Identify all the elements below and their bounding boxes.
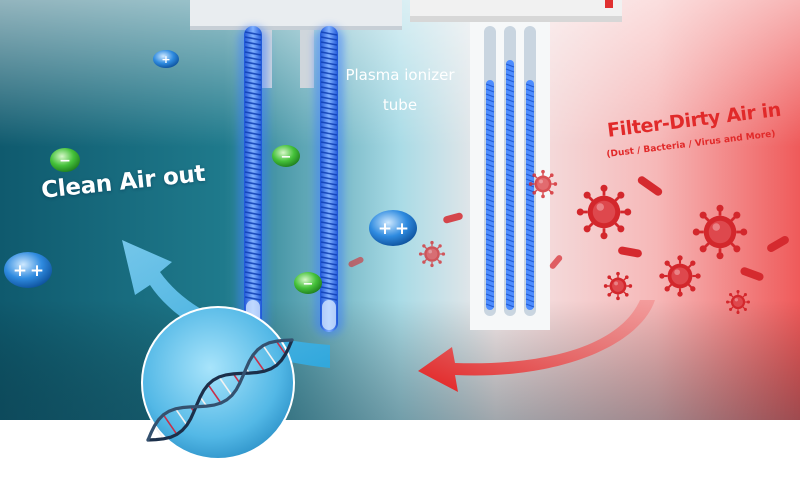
bacteria-icon	[637, 176, 663, 196]
filter-device	[410, 0, 622, 330]
positive-ion-symbol: +	[378, 219, 392, 239]
pathogens	[348, 169, 789, 315]
ions: + + + + + − − −	[4, 50, 417, 294]
bacteria-icon	[767, 236, 789, 252]
virus-icon	[603, 271, 633, 301]
virus-icon	[528, 169, 558, 199]
negative-ion-symbol: −	[59, 153, 71, 169]
negative-ion-symbol: −	[303, 277, 314, 292]
positive-ion-icon: + +	[4, 252, 52, 288]
bottom-strip	[0, 420, 800, 480]
bacteria-icon	[549, 255, 563, 269]
positive-ion-icon: +	[153, 50, 179, 68]
virus-icon	[691, 203, 749, 261]
bacteria-icon	[443, 212, 463, 224]
dna-circle	[141, 306, 295, 460]
negative-ion-icon: −	[50, 148, 80, 172]
positive-ion-icon: + +	[369, 210, 417, 246]
plasma-ionizer-label: Plasma ionizer tube	[345, 66, 455, 114]
positive-ion-symbol: +	[395, 219, 409, 239]
bacteria-icon	[348, 256, 364, 268]
virus-icon	[575, 183, 633, 241]
negative-ion-icon: −	[272, 145, 300, 167]
positive-ion-symbol: +	[161, 53, 170, 66]
virus-icon	[658, 254, 702, 298]
background-shade	[0, 300, 800, 420]
plasma-ionizer-tubes	[238, 26, 344, 336]
positive-ion-symbol: +	[13, 261, 27, 281]
dirty-air-arrow	[418, 300, 655, 392]
bacteria-icon	[740, 267, 764, 281]
virus-icon	[418, 240, 446, 268]
negative-ion-symbol: −	[281, 150, 292, 165]
dna-helix-icon	[146, 338, 294, 442]
virus-icon	[725, 289, 751, 315]
positive-ion-symbol: +	[30, 261, 44, 281]
negative-ion-icon: −	[294, 272, 322, 294]
bacteria-icon	[618, 246, 642, 258]
